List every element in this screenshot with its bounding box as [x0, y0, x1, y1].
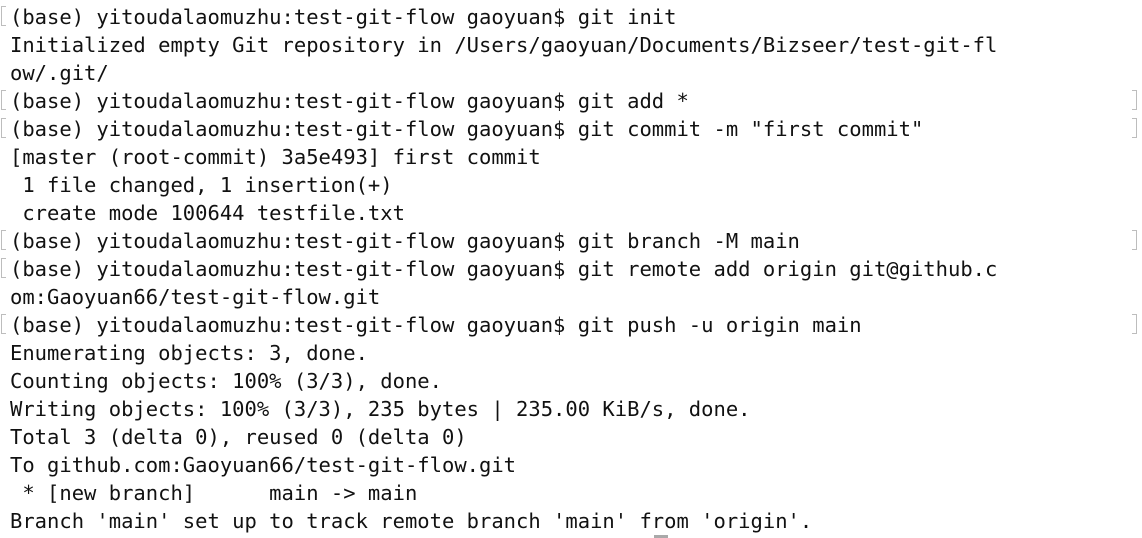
- selection-bracket-right: [1132, 230, 1137, 250]
- command-line[interactable]: (base) yitoudalaomuzhu:test-git-flow gao…: [0, 311, 1142, 339]
- output-line: Branch 'main' set up to track remote bra…: [0, 507, 1142, 535]
- line-text: Total 3 (delta 0), reused 0 (delta 0): [10, 425, 467, 449]
- line-text: (base) yitoudalaomuzhu:test-git-flow gao…: [10, 229, 800, 253]
- selection-bracket-right: [1132, 314, 1137, 334]
- output-line: ow/.git/: [0, 59, 1142, 87]
- line-text: Writing objects: 100% (3/3), 235 bytes |…: [10, 397, 751, 421]
- output-line: om:Gaoyuan66/test-git-flow.git: [0, 283, 1142, 311]
- line-text: 1 file changed, 1 insertion(+): [10, 173, 393, 197]
- output-line: Enumerating objects: 3, done.: [0, 339, 1142, 367]
- selection-bracket-left: [1, 6, 6, 26]
- line-text: (base) yitoudalaomuzhu:test-git-flow gao…: [10, 257, 998, 281]
- output-line: Counting objects: 100% (3/3), done.: [0, 367, 1142, 395]
- command-line[interactable]: (base) yitoudalaomuzhu:test-git-flow gao…: [0, 3, 1142, 31]
- output-line: Total 3 (delta 0), reused 0 (delta 0): [0, 423, 1142, 451]
- selection-bracket-left: [1, 230, 6, 250]
- output-line: [master (root-commit) 3a5e493] first com…: [0, 143, 1142, 171]
- line-text: ow/.git/: [10, 61, 109, 85]
- selection-bracket-left: [1, 258, 6, 278]
- selection-bracket-left: [1, 118, 6, 138]
- selection-bracket-left: [1, 314, 6, 334]
- command-line[interactable]: (base) yitoudalaomuzhu:test-git-flow gao…: [0, 87, 1142, 115]
- selection-bracket-left: [1, 90, 6, 110]
- line-text: Branch 'main' set up to track remote bra…: [10, 509, 813, 533]
- command-line[interactable]: (base) yitoudalaomuzhu:test-git-flow gao…: [0, 227, 1142, 255]
- output-line: Writing objects: 100% (3/3), 235 bytes |…: [0, 395, 1142, 423]
- command-line[interactable]: (base) yitoudalaomuzhu:test-git-flow gao…: [0, 115, 1142, 143]
- line-text: To github.com:Gaoyuan66/test-git-flow.gi…: [10, 453, 517, 477]
- command-line[interactable]: (base) yitoudalaomuzhu:test-git-flow gao…: [0, 255, 1142, 283]
- line-text: create mode 100644 testfile.txt: [10, 201, 405, 225]
- line-text: Initialized empty Git repository in /Use…: [10, 33, 998, 57]
- output-line: create mode 100644 testfile.txt: [0, 199, 1142, 227]
- selection-bracket-right: [1132, 90, 1137, 110]
- line-text: (base) yitoudalaomuzhu:test-git-flow gao…: [10, 5, 677, 29]
- terminal-output[interactable]: (base) yitoudalaomuzhu:test-git-flow gao…: [0, 3, 1142, 538]
- line-text: om:Gaoyuan66/test-git-flow.git: [10, 285, 381, 309]
- output-line: 1 file changed, 1 insertion(+): [0, 171, 1142, 199]
- line-text: (base) yitoudalaomuzhu:test-git-flow gao…: [10, 89, 689, 113]
- line-text: Counting objects: 100% (3/3), done.: [10, 369, 442, 393]
- line-text: Enumerating objects: 3, done.: [10, 341, 368, 365]
- line-text: (base) yitoudalaomuzhu:test-git-flow gao…: [10, 117, 924, 141]
- line-text: (base) yitoudalaomuzhu:test-git-flow gao…: [10, 313, 862, 337]
- output-line: * [new branch] main -> main: [0, 479, 1142, 507]
- line-text: * [new branch] main -> main: [10, 481, 418, 505]
- line-text: [master (root-commit) 3a5e493] first com…: [10, 145, 541, 169]
- output-line: To github.com:Gaoyuan66/test-git-flow.gi…: [0, 451, 1142, 479]
- output-line: Initialized empty Git repository in /Use…: [0, 31, 1142, 59]
- selection-bracket-right: [1132, 118, 1137, 138]
